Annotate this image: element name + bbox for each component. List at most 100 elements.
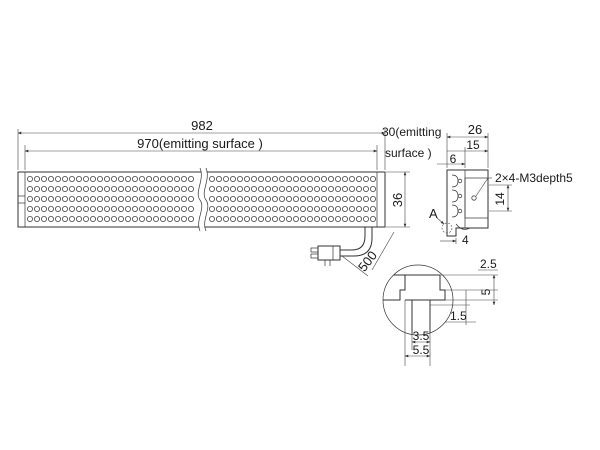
led-dot [341,215,348,222]
led-dot [355,185,362,192]
led-dot [41,185,48,192]
led-dot [83,215,90,222]
led-dot [125,215,132,222]
led-dot [166,175,173,182]
led-dot [229,205,236,212]
led-dot [180,215,187,222]
led-dot [83,205,90,212]
led-dot [299,215,306,222]
led-dot [334,215,341,222]
dim-14-label: 14 [493,192,507,206]
end-profile-view: 26 15 6 2×4-M3depth5 14 4 [429,122,573,247]
led-dot [292,215,299,222]
led-dot [299,175,306,182]
led-dot [34,205,41,212]
led-dot [355,195,362,202]
dim-30-label-line1: 30(emitting [382,125,441,139]
led-dot [271,185,278,192]
led-dot [26,175,33,182]
connector-pin-top [310,247,319,253]
led-dot [55,205,62,212]
led-dot [125,175,132,182]
led-dot [264,185,271,192]
led-dot [26,195,33,202]
led-dot [362,185,369,192]
led-dot [334,195,341,202]
led-dot [327,205,334,212]
led-dot [111,185,118,192]
led-dot [355,175,362,182]
led-dot [334,185,341,192]
led-dot [236,195,243,202]
led-dot [208,175,215,182]
led-dot [320,175,327,182]
led-dot [138,195,145,202]
led-dot [285,215,292,222]
led-dot [97,195,104,202]
led-dot [111,175,118,182]
led-dot [306,185,313,192]
led-dot [104,205,111,212]
dim-2-5-label: 2.5 [480,257,497,271]
led-dot [131,175,138,182]
front-view [17,167,386,233]
dim-5-label: 5 [479,288,493,295]
led-dot [369,175,376,182]
led-dot [76,195,83,202]
led-dot [292,185,299,192]
led-dot [327,215,334,222]
led-dot [187,215,194,222]
dim-overall-length: 982 [17,118,386,170]
led-dot [257,195,264,202]
led-dot [69,215,76,222]
led-dot [278,175,285,182]
led-dot [271,205,278,212]
led-dot [173,175,180,182]
led-dot [180,185,187,192]
connector-pin-bottom [310,253,319,259]
led-dot [215,215,222,222]
led-dot [26,205,33,212]
led-dot [159,175,166,182]
led-dot [243,205,250,212]
led-dot [97,215,104,222]
led-dot [229,195,236,202]
led-dot [243,195,250,202]
led-dot [34,185,41,192]
led-dot [341,175,348,182]
led-dot [138,215,145,222]
led-dot [264,175,271,182]
led-dot [215,195,222,202]
led-dot [355,205,362,212]
led-dot [320,195,327,202]
led-dot [97,175,104,182]
led-dot [26,215,33,222]
dim-36-label: 36 [390,193,405,207]
led-dot [131,205,138,212]
led-dot [299,205,306,212]
dim-6-label: 6 [450,152,457,166]
led-dot [76,175,83,182]
led-dot [215,205,222,212]
led-dot [362,215,369,222]
dim-1-5-label: 1.5 [450,309,467,323]
detail-a-marker [441,222,453,234]
led-dot [152,185,159,192]
led-dot [250,205,257,212]
led-dot [62,175,69,182]
led-dot [118,185,125,192]
led-dot [362,195,369,202]
led-dot [264,215,271,222]
led-dot [69,175,76,182]
dim-emitting-length: 970(emitting surface ) [24,136,378,170]
led-dot [292,175,299,182]
slot-outline-left [383,275,406,301]
led-dot [111,205,118,212]
led-dot [125,205,132,212]
led-dot [118,175,125,182]
led-dot [292,195,299,202]
led-dot [118,215,125,222]
led-dot [208,185,215,192]
led-dot [313,195,320,202]
led-dot [257,205,264,212]
